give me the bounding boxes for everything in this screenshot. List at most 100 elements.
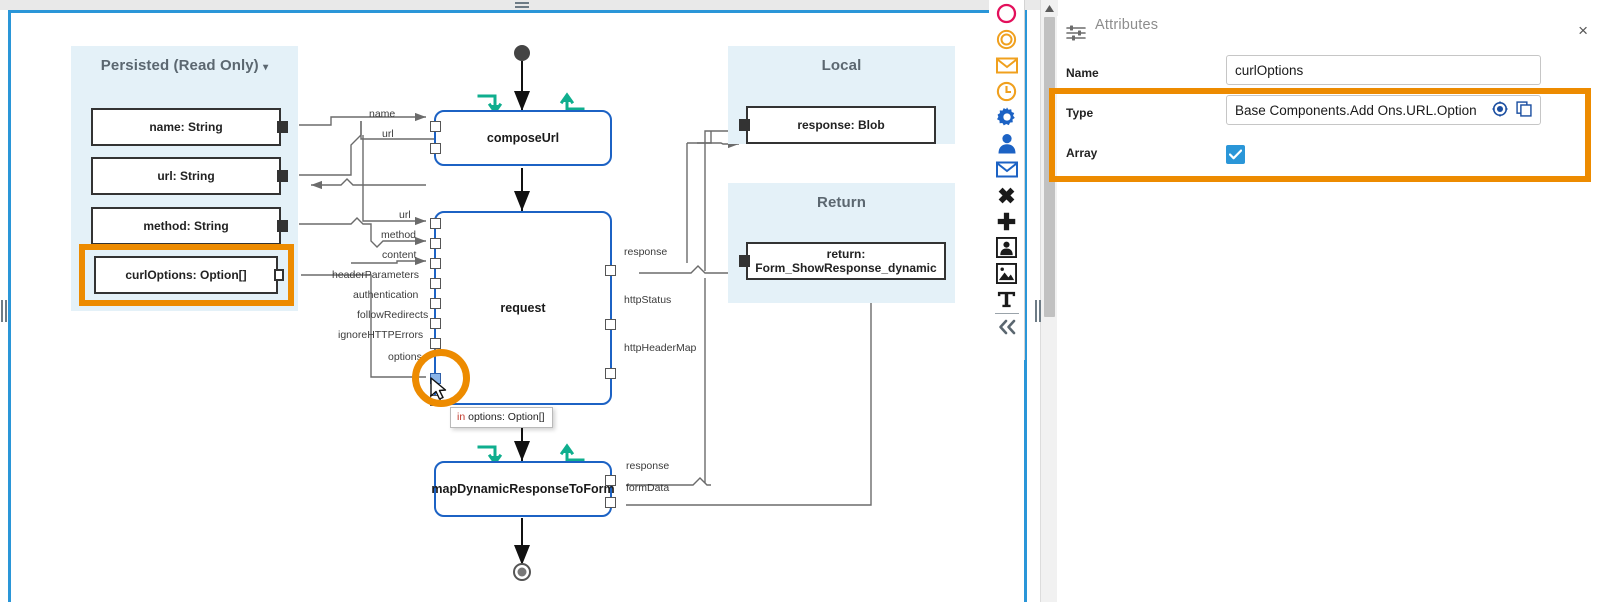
pin-out[interactable] [277,121,288,133]
port-in-followredirects[interactable] [430,318,441,329]
node-label: composeUrl [486,131,560,145]
var-name-string[interactable]: name: String [91,108,288,146]
type-input-value: Base Components.Add Ons.URL.Option [1235,102,1477,118]
gear-icon[interactable] [989,104,1025,130]
user-frame-icon[interactable] [989,234,1025,260]
port-out-response[interactable] [605,265,616,276]
port-label-httpstatus: httpStatus [624,294,672,306]
group-persisted-title[interactable]: Persisted (Read Only) ▾ [71,46,298,74]
port-in-method[interactable] [430,238,441,249]
chevron-down-icon: ▾ [263,62,269,73]
port-in-name[interactable] [430,121,441,132]
port-label-response: response [626,460,670,472]
port-out-response[interactable] [605,475,616,486]
node-label: request [500,301,546,315]
user-icon[interactable] [989,130,1025,156]
middle-splitter-handle[interactable] [1033,298,1043,324]
envelope-blue-icon[interactable] [989,156,1025,182]
node-mapdynamicresponsetoform[interactable]: mapDynamicResponseToForm [431,461,616,517]
array-field-label: Array [1066,146,1098,160]
port-label-url: url [382,128,394,140]
port-label-response: response [624,246,668,258]
var-curloptions-option-array[interactable]: curlOptions: Option[] [94,256,284,294]
mouse-cursor [430,377,447,400]
port-in-url[interactable] [430,218,441,229]
port-label-options: options [388,351,422,363]
var-response-blob[interactable]: response: Blob [739,106,936,144]
node-label: mapDynamicResponseToForm [431,482,615,496]
port-label-method: method [381,229,417,241]
sliders-icon [1066,24,1086,47]
var-label: return: Form_ShowResponse_dynamic [755,247,937,275]
double-circle-icon[interactable] [989,26,1025,52]
node-composeurl[interactable]: composeUrl [430,110,612,166]
type-input[interactable]: Base Components.Add Ons.URL.Option [1226,95,1541,125]
pin-in[interactable] [739,255,750,267]
field-row-type: Type Base Components.Add Ons.URL.Option [1057,95,1600,135]
plus-cross-icon[interactable] [989,208,1025,234]
port-out-formdata[interactable] [605,497,616,508]
field-row-array: Array [1057,142,1600,182]
highlight-type-array-fields [1049,88,1591,182]
var-label: method: String [143,219,229,233]
group-persisted-label: Persisted (Read Only) [100,57,259,74]
text-icon[interactable] [989,286,1025,312]
port-in-headerparameters[interactable] [430,278,441,289]
clock-icon[interactable] [989,78,1025,104]
port-label-followredirects: followRedirects [357,309,429,321]
left-splitter-handle[interactable] [0,298,8,324]
target-icon[interactable] [1492,100,1508,120]
pin-in[interactable] [739,119,750,131]
node-request[interactable]: request [430,211,616,406]
envelope-orange-icon[interactable] [989,52,1025,78]
port-label-ignorehttperrors: ignoreHTTPErrors [338,329,424,341]
var-url-string[interactable]: url: String [91,157,288,195]
type-field-label: Type [1066,106,1094,120]
attributes-header: Attributes × [1057,10,1600,41]
tooltip-text: options: Option[] [468,411,545,423]
port-label-httpheadermap: httpHeaderMap [624,342,697,354]
group-return-label: Return [817,194,866,211]
port-label-name: name [369,108,396,120]
var-label: response: Blob [797,118,885,132]
port-label-headerparameters: headerParameters [332,269,419,281]
pin-out[interactable] [277,220,288,232]
var-label: name: String [149,120,223,134]
port-label-content: content [382,249,417,261]
port-label-formdata: formData [626,482,670,494]
top-splitter-strip [0,0,1600,10]
port-out-httpstatus[interactable] [605,319,616,330]
attributes-title: Attributes [1095,17,1159,33]
pin-out[interactable] [274,269,284,281]
port-tooltip: in options: Option[] [450,407,553,428]
flow-canvas[interactable]: Persisted (Read Only) ▾ name: String url… [8,10,1027,602]
name-field-label: Name [1066,66,1099,80]
shape-toolbar[interactable] [989,0,1025,360]
copy-icon[interactable] [1516,100,1532,120]
name-input[interactable]: curlOptions [1226,55,1541,85]
var-label: curlOptions: Option[] [125,268,247,282]
circle-outline-icon[interactable] [989,0,1025,26]
port-in-ignorehttperrors[interactable] [430,338,441,349]
var-method-string[interactable]: method: String [91,207,288,245]
array-checkbox[interactable] [1226,145,1245,164]
port-out-httpheadermap[interactable] [605,368,616,379]
attributes-panel: Attributes × Name curlOptions Type Base … [1049,0,1600,602]
group-return-title: Return [728,183,955,211]
tooltip-keyword: in [457,411,466,423]
collapse-left-icon[interactable] [989,314,1025,340]
close-icon[interactable]: × [1578,21,1588,40]
port-in-url[interactable] [430,143,441,154]
group-local-label: Local [821,57,862,74]
scroll-up-arrow-icon[interactable] [1041,0,1058,16]
port-in-authentication[interactable] [430,298,441,309]
port-in-content[interactable] [430,258,441,269]
group-local-title: Local [728,46,955,74]
field-row-name: Name curlOptions [1057,55,1600,95]
pin-out[interactable] [277,170,288,182]
x-cross-icon[interactable] [989,182,1025,208]
var-return-form[interactable]: return: Form_ShowResponse_dynamic [739,242,946,280]
top-splitter-handle[interactable] [513,0,531,10]
image-frame-icon[interactable] [989,260,1025,286]
